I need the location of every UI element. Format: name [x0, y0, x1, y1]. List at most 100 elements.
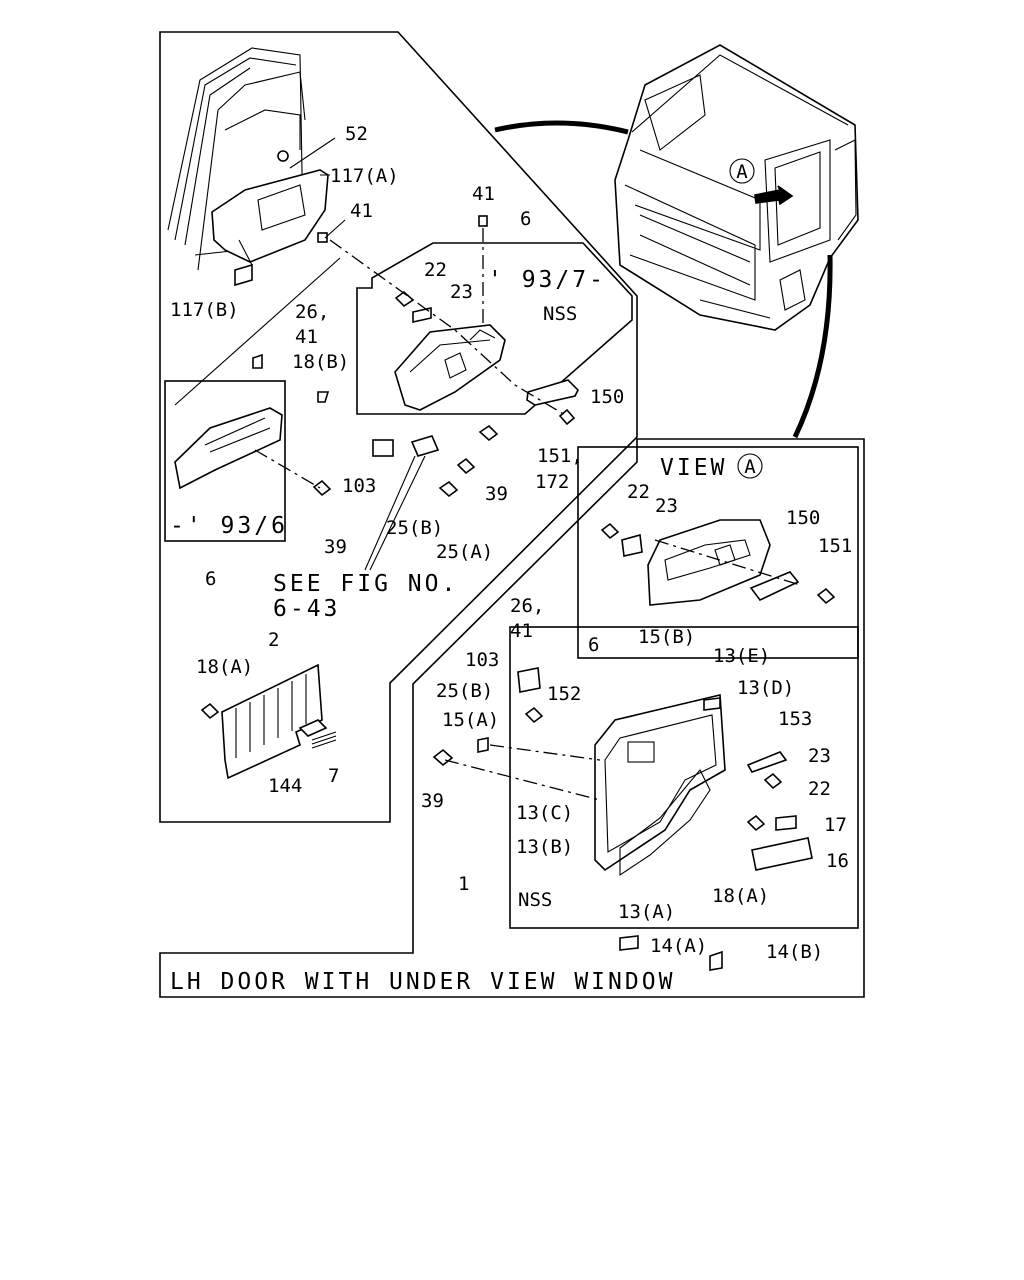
early-variant-box: [164, 380, 286, 542]
label-14a: 14(A): [650, 935, 707, 957]
label-117a: 117(A): [330, 165, 399, 187]
part-18a-clip-left: [200, 702, 220, 720]
leader-dash-1: [329, 239, 566, 416]
label-151b: 151: [818, 535, 852, 557]
label-39a: 39: [485, 483, 508, 505]
part-151-screw-view: [816, 587, 836, 605]
leader-line-a: [174, 257, 341, 406]
part-18b-clip: [317, 391, 330, 403]
label-17: 17: [824, 814, 847, 836]
cab-marker-letter: A: [736, 161, 748, 183]
label-16: 16: [826, 850, 849, 872]
part-41-clip-upper: [478, 215, 488, 227]
view-a-title: VIEW: [660, 455, 727, 481]
variant-early: -' 93/6: [170, 513, 288, 539]
label-23b: 23: [655, 495, 678, 517]
label-18b: 18(B): [292, 351, 349, 373]
label-15a: 15(A): [442, 709, 499, 731]
label-2: 2: [268, 629, 279, 651]
part-22-screw-lower: [763, 772, 783, 790]
view-arrow-lower: [792, 254, 833, 439]
label-41b: 41: [472, 183, 495, 205]
label-151a: 151,: [537, 445, 583, 467]
label-26b: 26,: [510, 595, 544, 617]
part-52-grommet: [277, 150, 289, 162]
part-15a-clip: [477, 737, 489, 753]
part-labels: 52 117(A) 41 117(B) 41 6 22 23 NSS 26, 4…: [170, 123, 852, 963]
label-13c: 13(C): [516, 802, 573, 824]
label-6b: 6: [205, 568, 216, 590]
part-22-screw-view: [600, 522, 620, 540]
view-a-letter: A: [744, 456, 756, 478]
part-117b-seal: [234, 263, 253, 287]
label-15b: 15(B): [638, 626, 695, 648]
label-103b: 103: [465, 649, 499, 671]
label-7: 7: [328, 765, 339, 787]
switch-bracket: [372, 424, 499, 498]
label-13a: 13(A): [618, 901, 675, 923]
see-fig-text: SEE FIG NO.: [273, 571, 458, 597]
label-22c: 22: [808, 778, 831, 800]
label-153: 153: [778, 708, 812, 730]
label-41d: 41: [510, 620, 533, 642]
label-18a-left: 18(A): [196, 656, 253, 678]
late-variant-box: [356, 242, 633, 415]
label-22a: 22: [424, 259, 447, 281]
part-25b-screw: [524, 706, 544, 724]
label-25a: 25(A): [436, 541, 493, 563]
door-trim-box: [509, 626, 859, 929]
door-outline-illustration: [167, 47, 329, 271]
early-armrest-assembly: [174, 353, 283, 490]
label-23c: 23: [808, 745, 831, 767]
label-6c: 6: [588, 634, 599, 656]
label-39c: 39: [421, 790, 444, 812]
label-18a-right: 18(A): [712, 885, 769, 907]
label-117b: 117(B): [170, 299, 239, 321]
label-52: 52: [345, 123, 368, 145]
label-nss-lower: NSS: [518, 889, 552, 911]
label-172: 172: [535, 471, 569, 493]
label-13e: 13(E): [713, 645, 770, 667]
label-103a: 103: [342, 475, 376, 497]
view-a-box: [577, 446, 859, 659]
label-23a: 23: [450, 281, 473, 303]
main-outline: [159, 31, 638, 823]
label-41a: 41: [350, 200, 373, 222]
label-nss-upper: NSS: [543, 303, 577, 325]
lower-outline: [159, 438, 865, 998]
part-39-screw-lower: [432, 748, 454, 767]
part-41-clip-top: [317, 232, 328, 243]
label-41c: 41: [295, 326, 318, 348]
view-a-circle: [737, 453, 763, 479]
truck-cab-illustration: [614, 44, 859, 331]
label-25ba: 25(B): [386, 517, 443, 539]
leader-dash-3: [254, 449, 321, 489]
label-14b: 14(B): [766, 941, 823, 963]
leader-dash-5: [444, 744, 601, 801]
part-151-screw-upper: [558, 408, 576, 426]
label-150a: 150: [590, 386, 624, 408]
diagram-caption: LH DOOR WITH UNDER VIEW WINDOW: [170, 969, 675, 995]
part-39-screw-left: [312, 479, 332, 497]
late-armrest-assembly: [394, 307, 579, 411]
leader-line-b: [289, 137, 346, 239]
label-26a: 26,: [295, 301, 329, 323]
view-arrow-upper: [494, 120, 629, 135]
cab-marker-circle: [729, 158, 755, 184]
part-18a-clip-right: [746, 814, 766, 832]
label-39b: 39: [324, 536, 347, 558]
see-fig-number: 6-43: [273, 596, 340, 622]
part-103-bracket: [517, 667, 541, 693]
label-150b: 150: [786, 507, 820, 529]
leader-dash-4: [654, 539, 801, 586]
label-144: 144: [268, 775, 302, 797]
lower-trim-panel: [221, 663, 337, 780]
label-25bb: 25(B): [436, 680, 493, 702]
label-13d: 13(D): [737, 677, 794, 699]
label-22b: 22: [627, 481, 650, 503]
door-trim-assembly: [594, 694, 813, 971]
label-152: 152: [547, 683, 581, 705]
view-a-handle: [621, 519, 800, 606]
variant-late: ' 93/7-: [488, 267, 606, 293]
